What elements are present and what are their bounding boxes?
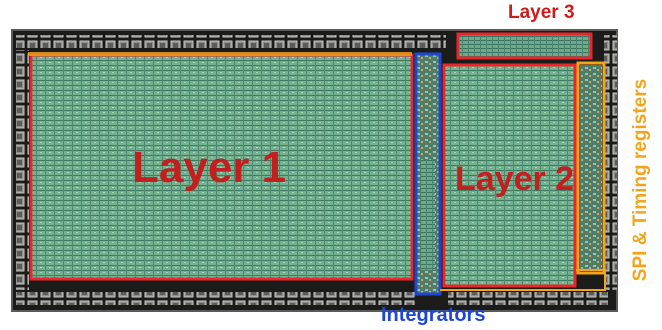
pad-column-right (604, 35, 617, 290)
integrators-mid-detail (421, 160, 435, 270)
pad-column-left (16, 50, 29, 290)
layer1-label: Layer 1 (132, 143, 286, 193)
layer3-array (458, 34, 591, 58)
integrators-label: Integrators (381, 304, 485, 327)
pad-row-bottom (16, 292, 416, 305)
spi-timing-label-wrap: SPI & Timing registers (618, 70, 662, 290)
spi-block (580, 65, 602, 270)
layer1-yellow-trim (28, 52, 412, 56)
spi-timing-label: SPI & Timing registers (630, 79, 652, 281)
pad-row-top (16, 35, 446, 48)
layer3-label: Layer 3 (508, 2, 575, 24)
layer2-label: Layer 2 (455, 160, 574, 199)
